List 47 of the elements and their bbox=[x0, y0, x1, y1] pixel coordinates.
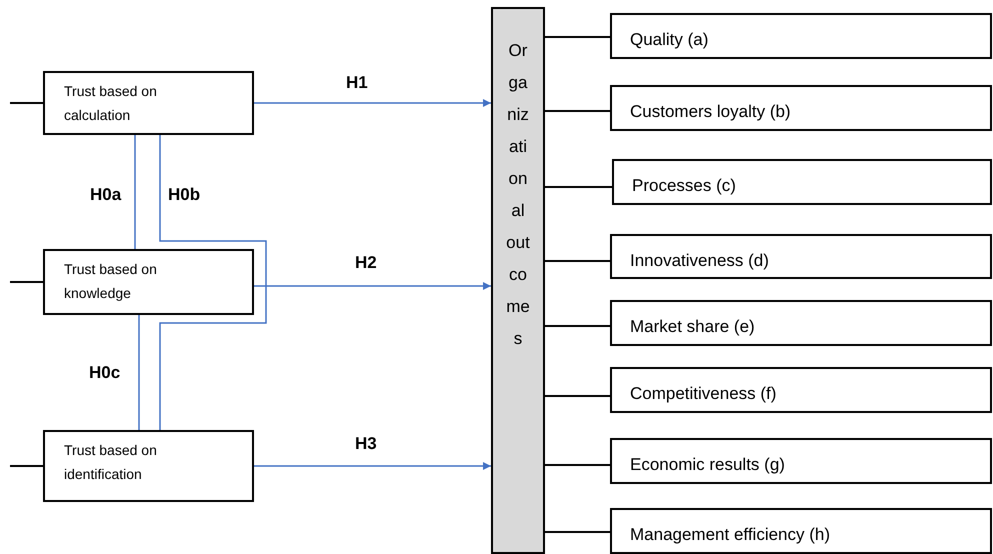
connector-line bbox=[545, 531, 610, 533]
connector-line bbox=[138, 315, 140, 430]
node-text: Trust based on calculation bbox=[64, 82, 158, 125]
connector-line bbox=[545, 36, 610, 38]
connector-line bbox=[10, 281, 43, 283]
process-box bbox=[610, 438, 992, 484]
connector-line bbox=[545, 325, 610, 327]
connector-line bbox=[545, 395, 610, 397]
process-box bbox=[610, 300, 992, 346]
node-text: Customers loyalty (b) bbox=[630, 101, 792, 123]
process-box bbox=[43, 249, 254, 315]
node-text: Management efficiency (h) bbox=[630, 524, 832, 546]
connector-line bbox=[10, 465, 43, 467]
node-text: Trust based on knowledge bbox=[64, 260, 158, 303]
edge-label: H0a bbox=[90, 186, 122, 203]
node-text: Organizational outcomes bbox=[505, 40, 531, 350]
arrow bbox=[254, 282, 491, 290]
process-box bbox=[610, 234, 992, 279]
process-box bbox=[43, 430, 254, 502]
edge-label: H0c bbox=[89, 364, 120, 381]
edge-label: H1 bbox=[346, 74, 368, 91]
connector-line bbox=[545, 260, 610, 262]
process-box bbox=[610, 508, 992, 554]
connector-line bbox=[159, 135, 267, 430]
edge-label: H0b bbox=[168, 186, 200, 203]
node-text: Competitiveness (f) bbox=[630, 383, 778, 405]
process-box bbox=[43, 71, 254, 135]
process-box bbox=[610, 85, 992, 131]
connector-line bbox=[545, 186, 612, 188]
edge-label: H2 bbox=[355, 254, 377, 271]
node-text: Market share (e) bbox=[630, 316, 756, 338]
connector-line bbox=[545, 464, 610, 466]
arrow bbox=[254, 99, 491, 107]
arrow bbox=[254, 462, 491, 470]
node-text: Innovativeness (d) bbox=[630, 250, 770, 272]
connector-line bbox=[545, 110, 610, 112]
process-box bbox=[610, 13, 992, 59]
node-text: Economic results (g) bbox=[630, 454, 786, 476]
process-box bbox=[612, 159, 992, 205]
node-text: Quality (a) bbox=[630, 29, 710, 51]
edge-label: H3 bbox=[355, 435, 377, 452]
process-box bbox=[610, 367, 992, 413]
connector-line bbox=[134, 135, 136, 249]
node-text: Trust based on identification bbox=[64, 441, 158, 484]
node-text: Processes (c) bbox=[632, 175, 737, 197]
connector-line bbox=[10, 102, 43, 104]
outcome-bar bbox=[491, 7, 545, 554]
